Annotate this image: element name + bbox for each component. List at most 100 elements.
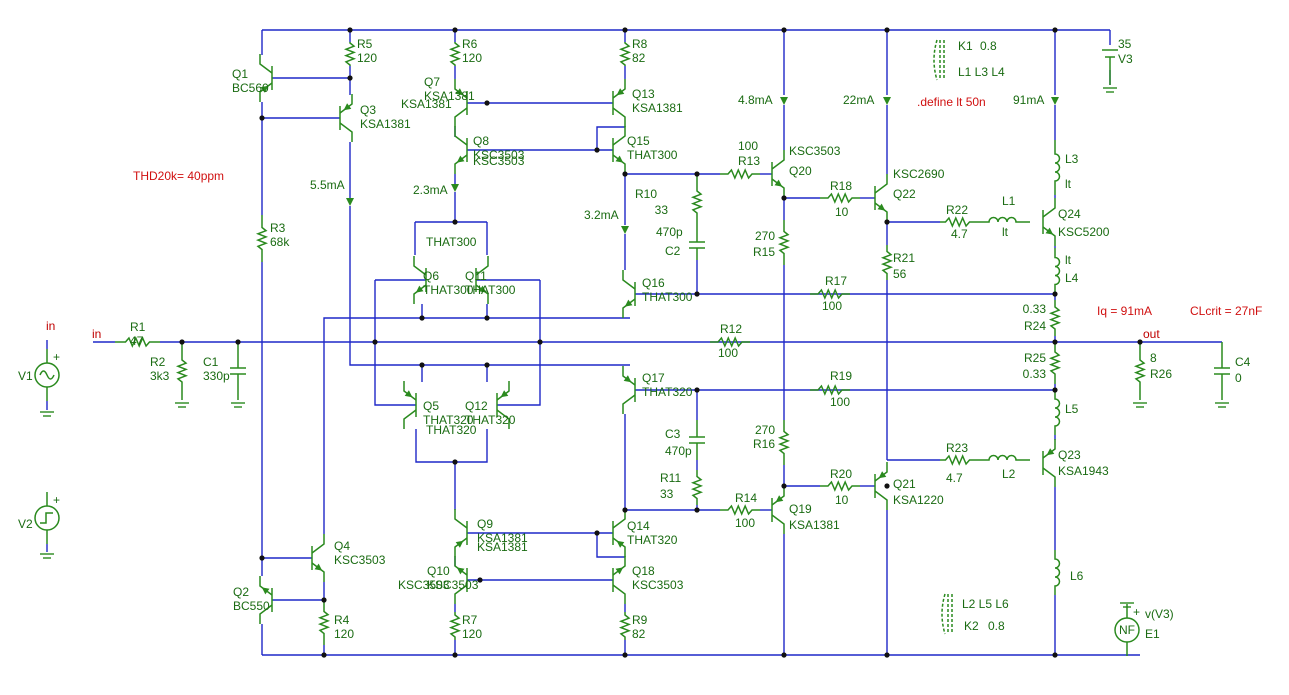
ground-symbol — [40, 553, 54, 559]
component-label: L5 — [1065, 402, 1079, 416]
component-label: THAT300 — [465, 283, 516, 297]
capacitor-c1 — [230, 342, 246, 400]
current-arrow — [621, 226, 629, 234]
junction-dot — [347, 75, 353, 81]
junction-dot — [781, 652, 787, 658]
junction-dot — [484, 100, 490, 106]
junction-dot — [419, 362, 425, 368]
voltage-source-e1: NF+ — [1114, 604, 1140, 656]
inductor-coil — [1054, 140, 1061, 195]
current-label: 3.2mA — [584, 208, 619, 222]
transistor-q7 — [454, 79, 468, 127]
ground-symbol — [1120, 602, 1134, 608]
transistor-collector — [454, 107, 468, 127]
transistor-arrow — [314, 563, 323, 571]
transistor-emitter — [612, 537, 626, 557]
component-label: 100 — [735, 516, 755, 530]
component-label: Q16 — [642, 276, 665, 290]
transistor-q21 — [874, 462, 888, 510]
transistor-collector — [612, 126, 626, 146]
transistor-q15 — [612, 126, 626, 174]
component-label: KSC3503 — [427, 578, 479, 592]
transistor-q11 — [475, 256, 489, 304]
transistor-collector — [259, 604, 273, 624]
resistor-body — [777, 220, 791, 265]
resistor-r18 — [820, 192, 860, 204]
resistor-r21 — [880, 245, 894, 280]
junction-dot — [1052, 387, 1058, 393]
transistor-collector — [454, 584, 468, 604]
wire — [415, 429, 488, 463]
component-label: R12 — [720, 322, 742, 336]
component-label: Q22 — [893, 187, 916, 201]
component-label: R18 — [830, 179, 852, 193]
component-label: 0.8 — [988, 619, 1005, 633]
transistor-arrow — [877, 203, 886, 211]
ground-symbol — [1103, 87, 1117, 93]
transistor-q1 — [259, 54, 273, 102]
coupling-k1 — [933, 39, 945, 81]
transistor-emitter — [1042, 439, 1056, 459]
current-arrow — [883, 97, 891, 105]
component-label: 100 — [738, 139, 758, 153]
transistor-collector — [403, 409, 417, 429]
wire — [596, 533, 625, 558]
net-in-top: in — [46, 319, 55, 333]
junction-dot — [884, 27, 890, 33]
component-label: THAT320 — [423, 413, 474, 427]
component-label: 100 — [822, 299, 842, 313]
transistor-collector — [771, 150, 785, 170]
junction-dot — [594, 147, 600, 153]
transistor-emitter — [454, 537, 468, 557]
transistor-emitter — [771, 486, 785, 506]
component-label: 0 — [1235, 371, 1242, 385]
component-label: KSA1381 — [360, 117, 411, 131]
transistor-arrow — [455, 540, 464, 548]
transistor-collector — [475, 256, 489, 276]
inductor-coil — [975, 454, 1030, 461]
resistor-r1 — [115, 336, 160, 348]
transistor-collector — [454, 126, 468, 146]
transistor-arrow — [616, 540, 625, 548]
source-body — [34, 505, 60, 531]
resistor-body — [690, 174, 704, 230]
plus-sign: + — [53, 493, 60, 507]
component-label: R9 — [632, 613, 648, 627]
transistor-emitter — [413, 284, 427, 304]
transistor-q17 — [622, 366, 636, 414]
component-label: Q20 — [789, 164, 812, 178]
plus-sign: + — [53, 350, 60, 364]
component-label: C1 — [203, 355, 219, 369]
component-label: KSA1381 — [477, 540, 528, 554]
component-label: R7 — [462, 613, 478, 627]
transistor-collector — [874, 174, 888, 194]
resistor-body — [175, 342, 189, 400]
wires — [46, 29, 1222, 656]
component-label: Q6 — [423, 269, 439, 283]
component-label: THAT300 — [627, 148, 678, 162]
resistor-body — [343, 42, 357, 66]
resistor-r24 — [1048, 300, 1062, 336]
current-label: 2.3mA — [413, 183, 448, 197]
junction-dot — [622, 507, 628, 513]
junction-dot — [452, 459, 458, 465]
component-label: KSA1943 — [1058, 464, 1109, 478]
component-label: Q14 — [627, 519, 650, 533]
coupling-arc — [941, 593, 946, 635]
component-label: 120 — [462, 627, 482, 641]
component-label: V1 — [18, 369, 33, 383]
current-label: 5.5mA — [310, 178, 345, 192]
resistor-body — [720, 168, 760, 180]
transistor-arrow — [455, 88, 464, 96]
voltage-source-v2: + — [34, 492, 60, 544]
component-label: R15 — [753, 245, 775, 259]
component-label: C3 — [665, 427, 681, 441]
component-label: V2 — [18, 517, 33, 531]
component-label: KSA1381 — [632, 101, 683, 115]
component-label: Q2 — [233, 585, 249, 599]
component-label: 120 — [334, 627, 354, 641]
transistor-collector — [1042, 198, 1056, 218]
resistor-r6 — [448, 42, 462, 66]
component-label: 470p — [656, 225, 683, 239]
